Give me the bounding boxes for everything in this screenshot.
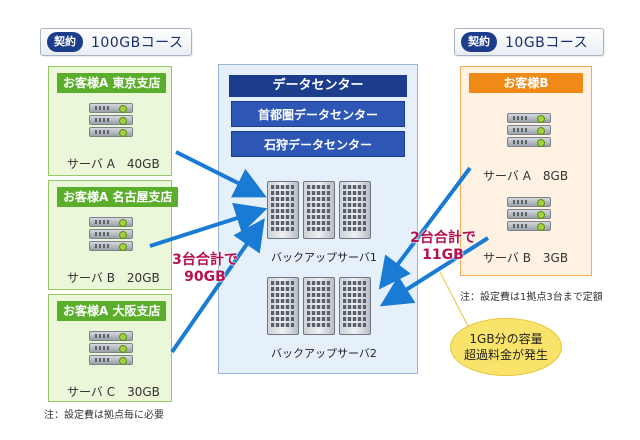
server-icon [507,113,551,149]
total-left-line1: 3台合計で [172,252,238,268]
backup-server-1-label: バックアップサーバ1 [271,251,377,264]
overage-line2: 超過料金が発生 [463,348,548,362]
server-icon [89,331,133,367]
course-label: 100GBコース [91,35,184,51]
server-b-label: サーバ B 20GB [67,271,160,285]
backup-server-2-label: バックアップサーバ2 [271,347,377,360]
rack-icon [267,277,299,335]
customer-a-tokyo-box: お客様A 東京支店 サーバ A 40GB [48,66,172,176]
rack-icon [339,181,371,239]
customer-a-nagoya-box: お客様A 名古屋支店 サーバ B 20GB [48,180,179,290]
rack-icon [303,277,335,335]
contract-tag: 契約 [461,32,497,52]
overage-bubble: 1GB分の容量 超過料金が発生 [450,318,562,376]
course-label: 10GBコース [505,35,589,51]
server-c-label: サーバ C 30GB [67,385,160,399]
total-right: 2台合計で 11GB [398,230,488,264]
customer-a-tokyo-title: お客様A 東京支店 [57,73,167,93]
course-badge-10gb: 契約 10GBコース [454,28,604,56]
datacenter-box: データセンター 首都圏データセンター 石狩データセンター バックアップサーバ1 … [218,64,418,374]
customer-b-server-b-label: サーバ B 3GB [483,251,569,265]
total-right-line1: 2台合計で [410,230,476,246]
contract-tag: 契約 [47,32,83,52]
note-right: 注：設定費は1拠点3台まで定額 [460,292,603,303]
customer-a-osaka-title: お客様A 大阪支店 [57,301,167,321]
customer-b-server-a-label: サーバ A 8GB [483,169,569,183]
server-icon [507,197,551,233]
total-left-line2: 90GB [184,269,226,285]
customer-a-nagoya-title: お客様A 名古屋支店 [57,187,179,207]
rack-icon [339,277,371,335]
server-a-label: サーバ A 40GB [67,157,160,171]
capital-datacenter: 首都圏データセンター [231,101,405,127]
overage-line1: 1GB分の容量 [469,332,543,346]
note-left: 注：設定費は拠点毎に必要 [44,410,164,421]
total-right-line2: 11GB [422,247,464,263]
customer-b-title: お客様B [469,73,583,93]
server-icon [89,103,133,139]
total-left: 3台合計で 90GB [160,252,250,286]
course-badge-100gb: 契約 100GBコース [40,28,192,56]
server-icon [89,217,133,253]
rack-icon [267,181,299,239]
datacenter-title: データセンター [229,75,407,97]
ishikari-datacenter: 石狩データセンター [231,131,405,157]
customer-a-osaka-box: お客様A 大阪支店 サーバ C 30GB [48,294,172,402]
rack-icon [303,181,335,239]
